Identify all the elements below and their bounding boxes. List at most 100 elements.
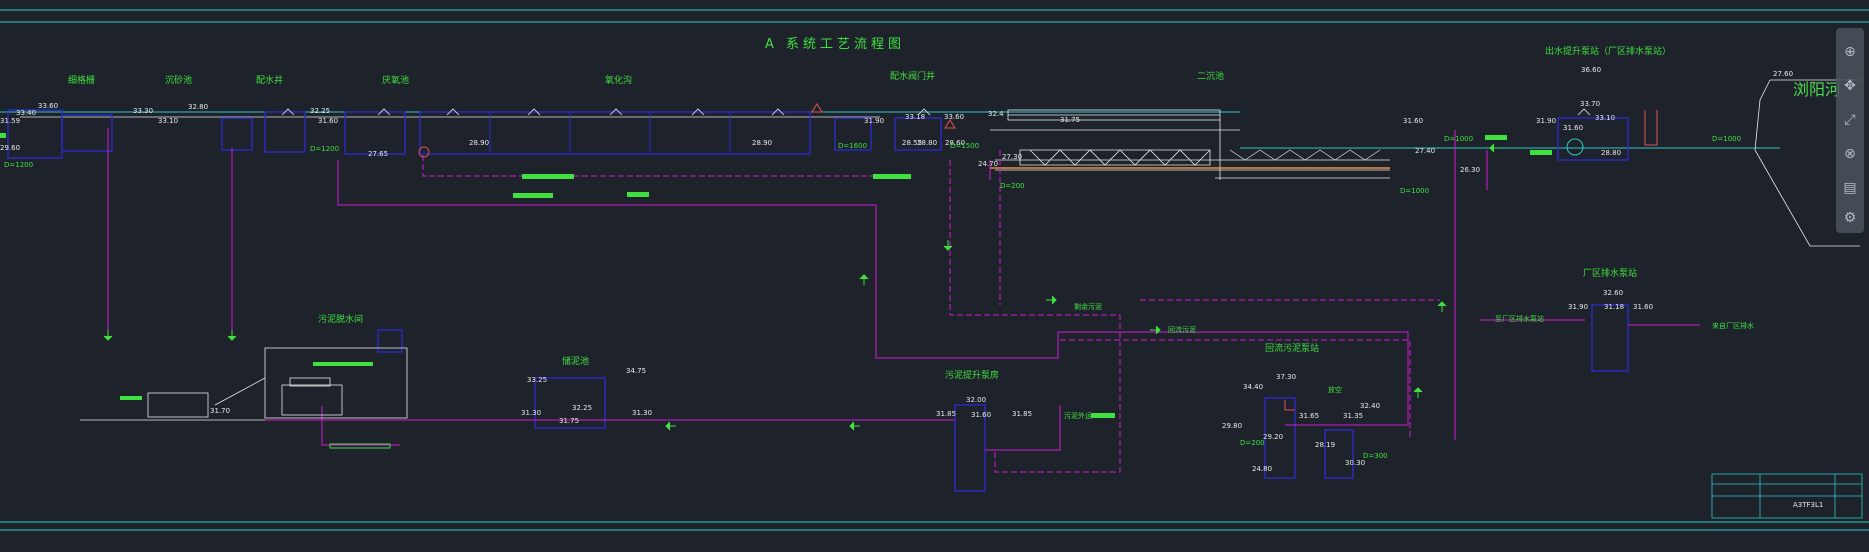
elev-label: 32.25 xyxy=(310,107,331,115)
elev-label: 32.4 xyxy=(988,110,1004,118)
drawing-title: A 系统工艺流程图 xyxy=(765,37,906,52)
pipe-label: D=1200 xyxy=(310,145,340,153)
note-label: 污泥外运 xyxy=(1064,412,1092,420)
elev-label: 29.20 xyxy=(1263,433,1284,441)
elev-label: 32.00 xyxy=(966,396,987,404)
note-label: 来自厂区排水 xyxy=(1712,322,1754,330)
elev-label: 24.80 xyxy=(1252,465,1273,473)
sludge-lift-tank xyxy=(954,404,986,492)
pipe-label: D=1000 xyxy=(1400,187,1430,195)
elev-label: 31.60 xyxy=(1563,124,1584,132)
pipe-label: D=200 xyxy=(1240,439,1265,447)
layer-icon[interactable]: ▤ xyxy=(1843,180,1857,196)
elev-label: 31.60 xyxy=(1403,117,1424,125)
note-label: 至厂区排水泵站 xyxy=(1495,315,1544,323)
unit-drain-pump: 厂区排水泵站 xyxy=(1583,269,1638,279)
orbit-icon[interactable]: ⊗ xyxy=(1844,146,1856,162)
elev-label: 31.65 xyxy=(1299,412,1320,420)
zoom-icon[interactable]: ⊕ xyxy=(1844,44,1856,60)
unit-sludge-dewatering: 污泥脱水间 xyxy=(318,315,364,325)
pipe-label: D=1500 xyxy=(950,142,980,150)
elev-label: 32.80 xyxy=(188,103,209,111)
pipe-label: D=200 xyxy=(1000,182,1025,190)
legend-bars xyxy=(0,133,1552,418)
pipe-label: D=1000 xyxy=(1712,135,1742,143)
elev-label: 33.60 xyxy=(38,102,59,110)
elev-label: 36.60 xyxy=(1581,66,1602,74)
elev-label: 28.80 xyxy=(1601,149,1622,157)
unit-screen: 细格栅 xyxy=(68,76,96,86)
grit-tank xyxy=(221,117,253,151)
note-label: 放空 xyxy=(1328,386,1342,394)
oxidation-ditch xyxy=(419,111,811,155)
distribution-well xyxy=(264,111,306,153)
viewer-toolbar: ⊕ ✥ ⤢ ⊗ ▤ ⚙ xyxy=(1836,28,1864,233)
elev-label: 31.90 xyxy=(1536,117,1557,125)
settings-icon[interactable]: ⚙ xyxy=(1843,210,1857,226)
elev-label: 31.60 xyxy=(1633,303,1654,311)
drawing-frame xyxy=(0,9,1869,531)
legend-bars-outlined xyxy=(329,443,391,449)
elev-label: 31.85 xyxy=(1012,410,1033,418)
valve-symbols xyxy=(281,108,1591,116)
clarifier-scraper-zigzag xyxy=(1229,149,1381,161)
unit-anoxic: 厌氧池 xyxy=(382,76,410,86)
elev-label: 27.40 xyxy=(1415,147,1436,155)
elev-label: 33.60 xyxy=(944,113,965,121)
elev-label: 28.19 xyxy=(1315,441,1336,449)
valve-well xyxy=(834,117,872,151)
return-sludge-tank-2 xyxy=(1324,429,1354,479)
river-label: 浏阳河 xyxy=(1793,80,1842,99)
unit-effluent-pump: 出水提升泵站（厂区排水泵站） xyxy=(1545,47,1672,57)
elev-label: 27.30 xyxy=(1002,153,1023,161)
elev-label: 28.90 xyxy=(752,139,773,147)
fit-icon[interactable]: ⤢ xyxy=(1844,112,1856,128)
elev-label: 24.70 xyxy=(978,160,999,168)
dashed-sludge-lines xyxy=(422,150,1440,473)
elev-label: 31.60 xyxy=(971,411,992,419)
note-label: 回流污泥 xyxy=(1168,326,1196,334)
unit-grit: 沉砂池 xyxy=(165,76,193,86)
elev-label: 31.70 xyxy=(210,407,231,415)
elev-label: 32.25 xyxy=(572,404,593,412)
unit-oxidation-ditch: 氧化沟 xyxy=(605,76,633,86)
elev-label: 31.30 xyxy=(632,409,653,417)
elev-label: 31.18 xyxy=(1604,303,1625,311)
effluent-pump-tank xyxy=(1557,117,1629,161)
red-valve-symbols xyxy=(418,103,1658,411)
pipe-label: D=1600 xyxy=(838,142,868,150)
elev-label: 34.75 xyxy=(626,367,647,375)
elev-label: 33.18 xyxy=(905,113,926,121)
sludge-storage-tank xyxy=(534,377,606,429)
pan-icon[interactable]: ✥ xyxy=(1844,78,1856,94)
elev-label: 31.85 xyxy=(936,410,957,418)
elev-label: 33.10 xyxy=(158,117,179,125)
elev-label: 32.60 xyxy=(1603,289,1624,297)
flow-arrows xyxy=(103,143,1500,431)
elev-label: 31.75 xyxy=(1060,116,1081,124)
pipe-label: D=1000 xyxy=(1444,135,1474,143)
elev-label: 31.30 xyxy=(521,409,542,417)
unit-return-sludge-pump: 回流污泥泵站 xyxy=(1265,344,1320,354)
elev-label: 31.90 xyxy=(864,117,885,125)
sludge-lines xyxy=(107,128,1700,451)
elev-label: 27.60 xyxy=(1773,70,1794,78)
elev-label: 26.30 xyxy=(1460,166,1481,174)
clarifier-truss xyxy=(995,109,1390,180)
elev-label: 33.40 xyxy=(16,109,37,117)
effluent-pump xyxy=(1566,138,1584,156)
tank-structures xyxy=(7,109,1629,492)
dewatering-equipment xyxy=(214,377,343,416)
elev-label: 33.70 xyxy=(1580,100,1601,108)
dewatering-unit xyxy=(377,329,403,353)
ditch-partitions xyxy=(489,112,731,154)
elev-label: 28.80 xyxy=(917,139,938,147)
unit-sludge-lift-pump: 污泥提升泵房 xyxy=(945,371,1000,381)
titleblock-code: A3TF3L1 xyxy=(1793,501,1824,509)
elev-label: 28.60 xyxy=(945,139,966,147)
unit-sludge-storage: 储泥池 xyxy=(562,357,590,367)
pipe-label: D=300 xyxy=(1363,452,1388,460)
ground-lines xyxy=(80,79,1860,421)
unit-valve-well: 配水阀门井 xyxy=(890,72,936,82)
